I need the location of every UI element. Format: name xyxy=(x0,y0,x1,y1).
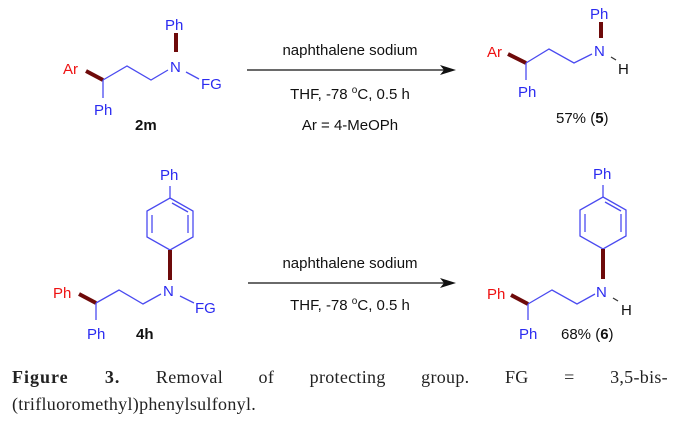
ph-label: Ph xyxy=(53,285,71,302)
ph-label: Ph xyxy=(593,166,611,183)
caption-line-1: Figure 3. Removal of protecting group. F… xyxy=(12,364,668,391)
n-label: N xyxy=(170,59,181,76)
ph-label: Ph xyxy=(518,84,536,101)
caption-line-2: (trifluoromethyl)phenylsulfonyl. xyxy=(12,394,257,414)
benzene-ring xyxy=(146,197,194,251)
n-label: N xyxy=(596,284,607,301)
ph-label: Ph xyxy=(160,167,178,184)
ar-definition: Ar = 4-MeOPh xyxy=(302,117,398,134)
ar-label: Ar xyxy=(487,44,502,61)
ar-label: Ar xyxy=(63,61,78,78)
chain-bond xyxy=(527,289,596,305)
ph-label: Ph xyxy=(519,326,537,343)
n-label: N xyxy=(594,43,605,60)
benzene-ring xyxy=(579,196,627,250)
compound-4h: Ph Ph N FG Ph 4h xyxy=(53,167,216,343)
wedge-bond xyxy=(78,292,97,305)
compound-6: Ph Ph N H Ph 68% (6) xyxy=(487,166,632,343)
nh-bond xyxy=(612,297,619,302)
ph-label: Ph xyxy=(165,17,183,34)
wedge-bond xyxy=(510,293,529,306)
bond xyxy=(171,202,189,213)
wedge-bond xyxy=(507,52,527,65)
bond xyxy=(179,295,195,304)
ph-label: Ph xyxy=(87,326,105,343)
reaction-arrow-2: naphthalene sodium THF, -78 oC, 0.5 h xyxy=(248,255,456,314)
compound-5: Ar Ph N H Ph 57% (5) xyxy=(487,6,629,127)
h-label: H xyxy=(621,302,632,319)
reaction-arrow-1: naphthalene sodium THF, -78 oC, 0.5 h Ar… xyxy=(247,42,456,134)
arrow-head xyxy=(440,65,456,75)
caption-text: Removal of protecting group. FG = 3,5-bi… xyxy=(155,367,668,387)
ph-label: Ph xyxy=(487,286,505,303)
arrow-head xyxy=(440,278,456,288)
reagent-label: naphthalene sodium xyxy=(282,255,417,272)
conditions-label: THF, -78 oC, 0.5 h xyxy=(290,296,410,314)
wedge-bond xyxy=(85,69,104,82)
yield-label: 68% (6) xyxy=(561,326,614,343)
figure-caption: Figure 3. Removal of protecting group. F… xyxy=(12,364,668,418)
chain-bond xyxy=(95,289,162,305)
h-label: H xyxy=(618,61,629,78)
compound-label: 4h xyxy=(136,326,154,343)
fg-label: FG xyxy=(201,76,222,93)
conditions-label: THF, -78 oC, 0.5 h xyxy=(290,85,410,103)
bond xyxy=(185,71,200,80)
fg-label: FG xyxy=(195,300,216,317)
figure-label: Figure 3. xyxy=(12,367,121,387)
nh-bond xyxy=(610,56,617,61)
ph-label: Ph xyxy=(590,6,608,23)
reagent-label: naphthalene sodium xyxy=(282,42,417,59)
ph-label: Ph xyxy=(94,102,112,119)
yield-label: 57% (5) xyxy=(556,110,609,127)
chain-bond xyxy=(102,65,169,81)
compound-2m: Ar Ph N FG Ph 2m xyxy=(63,17,222,134)
chain-bond xyxy=(525,48,593,64)
bond xyxy=(604,201,622,212)
compound-label: 2m xyxy=(135,117,157,134)
n-label: N xyxy=(163,283,174,300)
